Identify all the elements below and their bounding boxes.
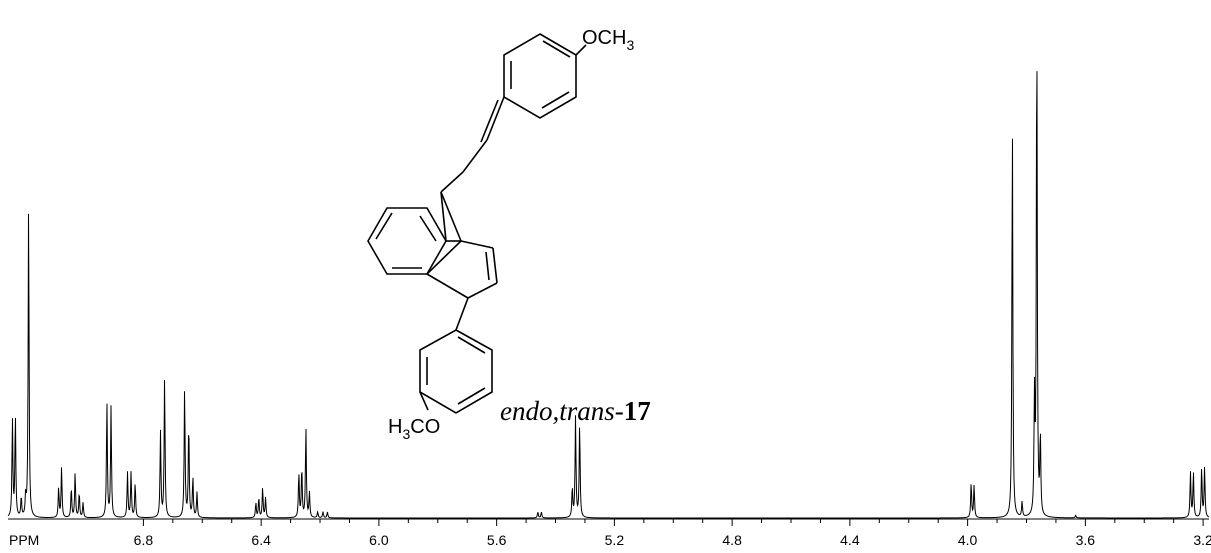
x-axis-tick-label: 6.4 (251, 532, 271, 548)
x-axis-tick-label: 5.6 (487, 532, 507, 548)
bottom-methoxy-label: H3CO (388, 416, 440, 442)
x-axis-ticks (142, 519, 1204, 526)
x-axis-tick-label: 4.0 (958, 532, 978, 548)
x-axis-tick-label: 3.6 (1076, 532, 1096, 548)
bicyclic-core (367, 191, 498, 331)
x-axis-tick-label: 4.8 (722, 532, 742, 548)
spectrum-trace (7, 71, 1210, 519)
x-axis-tick-label: 6.0 (369, 532, 389, 548)
chemical-structure: OCH3 (367, 27, 634, 442)
x-axis-tick-labels: 6.8 6.4 6.0 5.6 5.2 4.8 4.4 4.0 3.6 3.2 (134, 532, 1211, 548)
x-axis-tick-label: 4.4 (840, 532, 860, 548)
vinyl-linker (440, 96, 505, 193)
x-axis-label: PPM (9, 532, 39, 548)
compound-label: endo,trans-17 (500, 396, 651, 426)
compound-label-number: 17 (624, 396, 651, 426)
x-axis-tick-label: 3.2 (1193, 532, 1211, 548)
top-methoxy-label: OCH3 (582, 27, 634, 53)
x-axis-tick-label: 6.8 (134, 532, 154, 548)
x-axis-tick-label: 5.2 (605, 532, 625, 548)
bottom-anisyl-ring (419, 329, 493, 414)
compound-label-italic: endo,trans- (500, 396, 624, 426)
top-anisyl-ring (503, 33, 587, 119)
